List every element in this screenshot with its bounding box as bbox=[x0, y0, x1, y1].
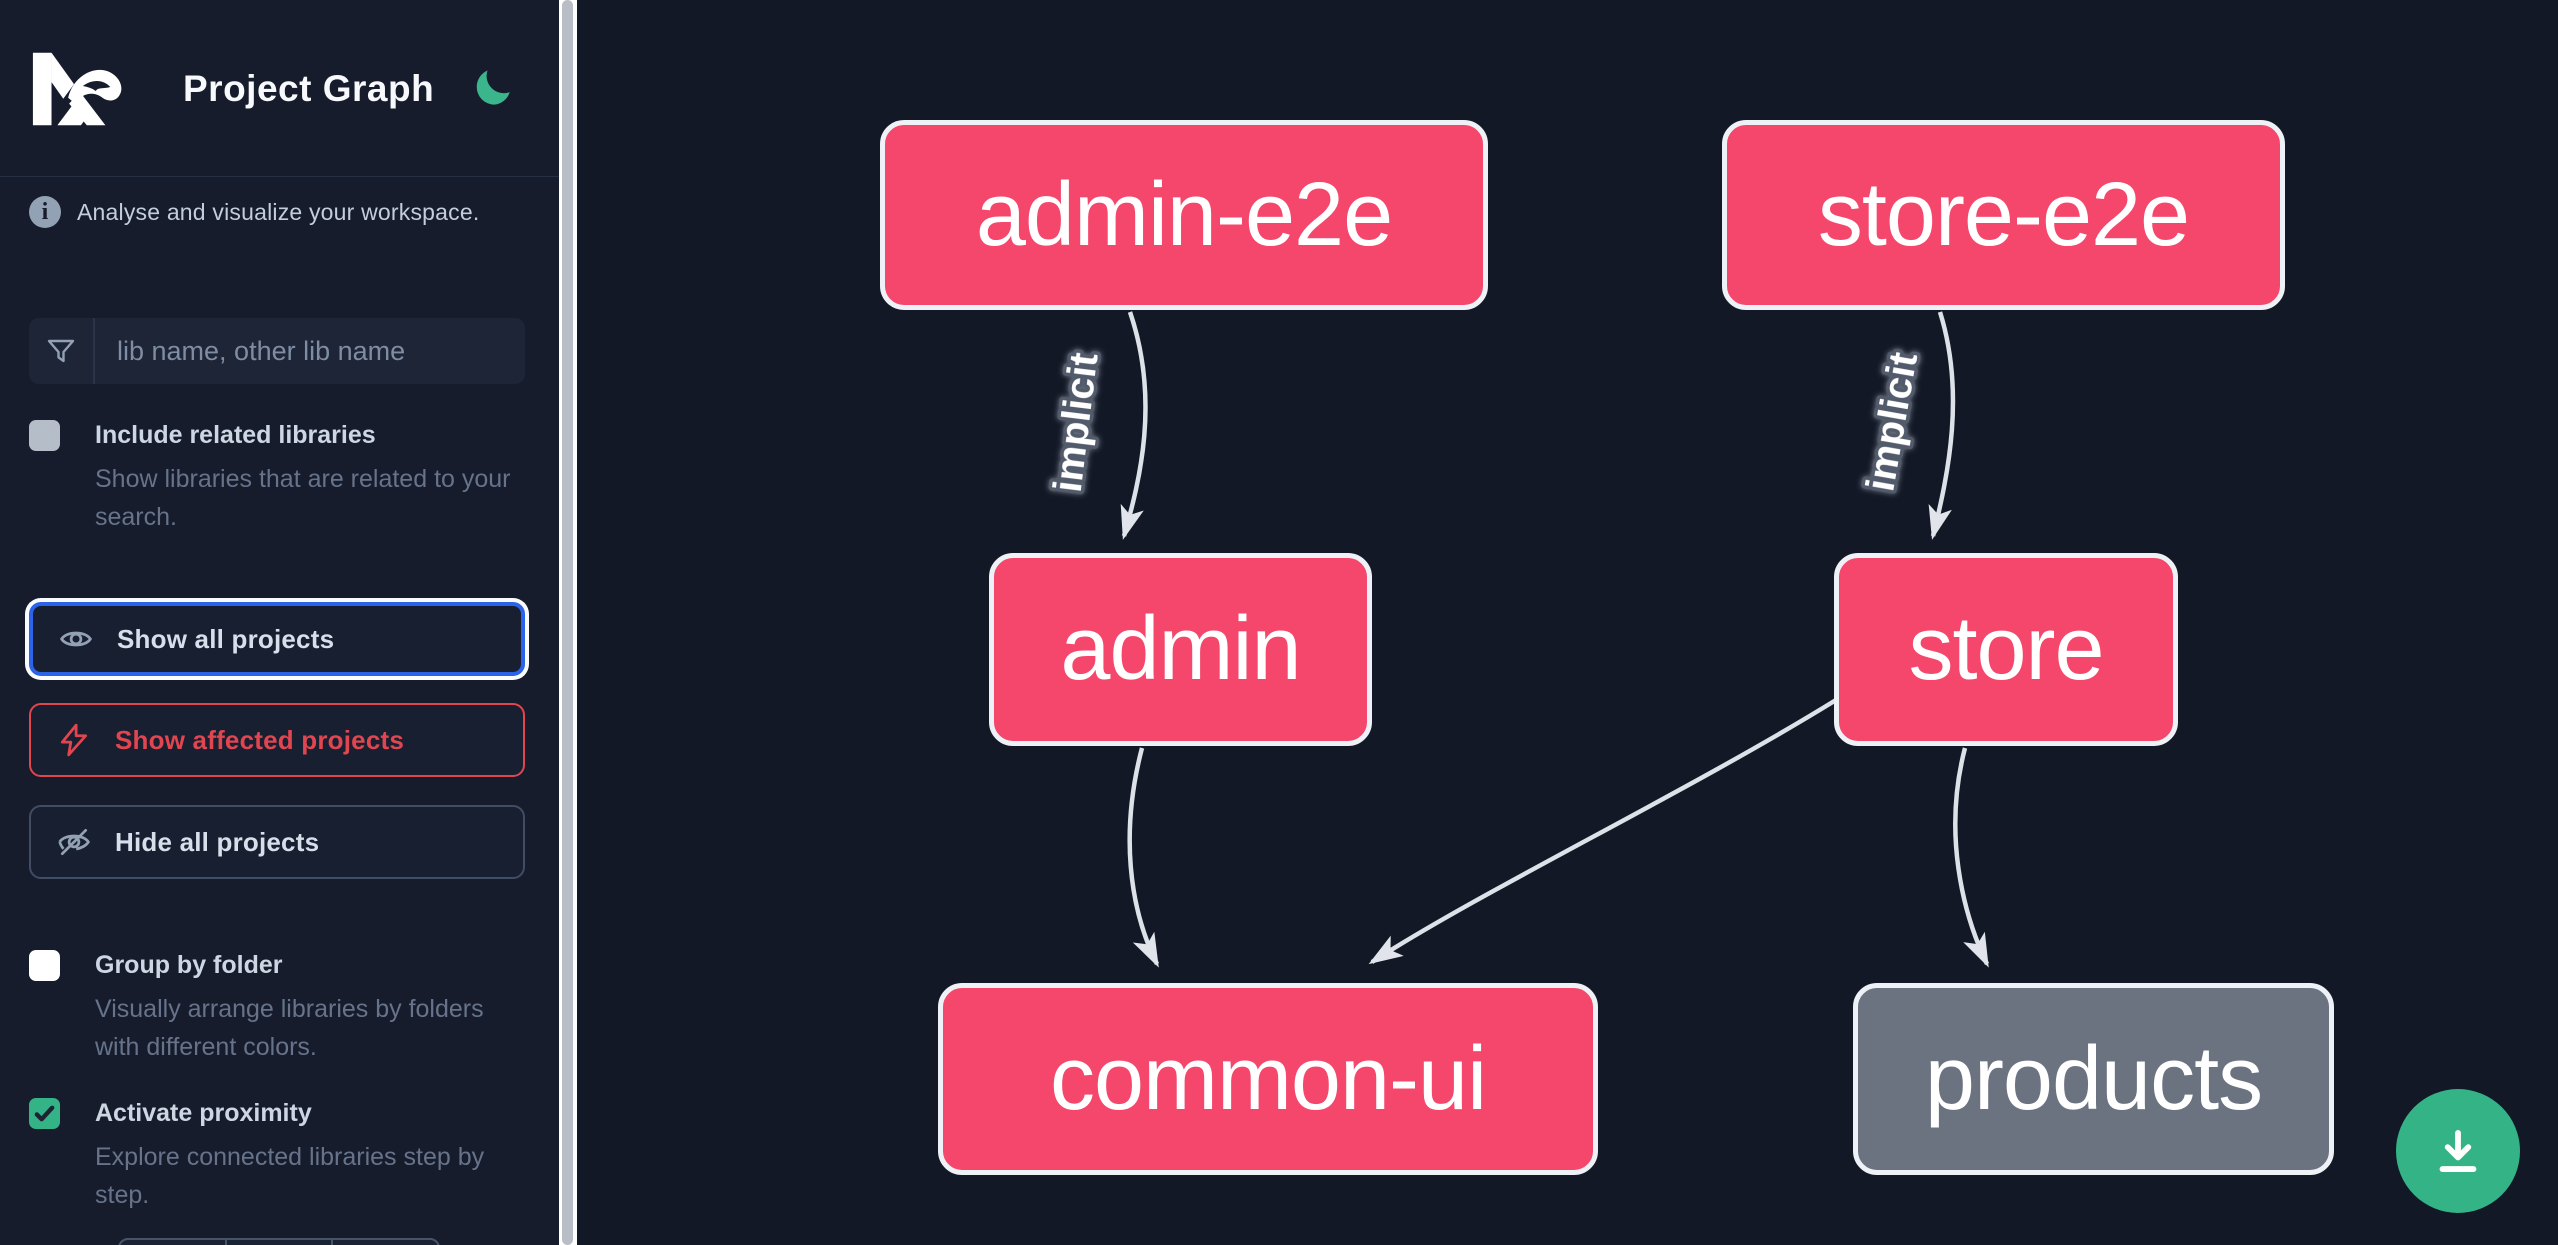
activate-proximity-checkbox[interactable] bbox=[29, 1098, 60, 1129]
sidebar: Project Graph i Analyse and visualize yo… bbox=[0, 0, 559, 1245]
download-image-button[interactable] bbox=[2396, 1089, 2520, 1213]
include-related-description: Show libraries that are related to your … bbox=[95, 465, 511, 531]
theme-toggle-button[interactable] bbox=[468, 62, 520, 114]
nx-logo[interactable] bbox=[29, 48, 123, 128]
search-filter bbox=[29, 318, 525, 384]
node-label: store-e2e bbox=[1817, 164, 2190, 265]
show-all-projects-button[interactable]: Show all projects bbox=[29, 602, 525, 676]
search-input[interactable] bbox=[95, 318, 525, 384]
workspace-info: i Analyse and visualize your workspace. bbox=[29, 196, 529, 228]
node-store-e2e[interactable]: store-e2e bbox=[1722, 120, 2285, 310]
show-affected-projects-label: Show affected projects bbox=[115, 724, 405, 755]
proximity-depth-increment[interactable] bbox=[331, 1240, 438, 1245]
show-all-projects-label: Show all projects bbox=[117, 623, 335, 654]
activate-proximity-description: Explore connected libraries step by step… bbox=[95, 1143, 485, 1209]
show-affected-projects-button[interactable]: Show affected projects bbox=[29, 703, 525, 777]
filter-funnel-icon bbox=[29, 318, 95, 384]
checkmark-icon bbox=[34, 1105, 55, 1122]
edge-store-products bbox=[1953, 747, 1990, 968]
proximity-depth-decrement[interactable] bbox=[120, 1240, 225, 1245]
info-icon: i bbox=[29, 196, 61, 228]
option-include-related: Include related libraries Show libraries… bbox=[29, 420, 529, 536]
eye-off-icon bbox=[58, 828, 90, 856]
node-label: store bbox=[1908, 599, 2104, 699]
node-store[interactable]: store bbox=[1834, 553, 2178, 746]
edge-label-implicit: implicit bbox=[1858, 349, 1926, 495]
node-admin[interactable]: admin bbox=[989, 553, 1372, 746]
lightning-bolt-icon bbox=[60, 723, 88, 757]
graph-edges: implicit implicit bbox=[1042, 311, 1990, 968]
graph-canvas[interactable]: implicit implicit admin-e2e store-e2e ad… bbox=[577, 0, 2558, 1245]
activate-proximity-label: Activate proximity bbox=[95, 1099, 312, 1127]
node-label: admin-e2e bbox=[975, 164, 1393, 265]
edge-store-common-ui bbox=[1368, 698, 1838, 965]
include-related-label: Include related libraries bbox=[95, 421, 376, 449]
include-related-checkbox[interactable] bbox=[29, 420, 60, 451]
hide-all-projects-button[interactable]: Hide all projects bbox=[29, 805, 525, 879]
option-activate-proximity: Activate proximity Explore connected lib… bbox=[29, 1098, 529, 1214]
group-by-folder-label: Group by folder bbox=[95, 951, 283, 979]
option-group-by-folder: Group by folder Visually arrange librari… bbox=[29, 950, 529, 1066]
node-label: admin bbox=[1060, 599, 1301, 699]
moon-icon bbox=[476, 70, 510, 105]
eye-icon bbox=[60, 631, 92, 647]
node-label: common-ui bbox=[1049, 1028, 1487, 1129]
group-by-folder-description: Visually arrange libraries by folders wi… bbox=[95, 995, 484, 1061]
node-common-ui[interactable]: common-ui bbox=[938, 983, 1598, 1175]
node-admin-e2e[interactable]: admin-e2e bbox=[880, 120, 1488, 310]
sidebar-scrollbar bbox=[559, 0, 577, 1245]
group-by-folder-checkbox[interactable] bbox=[29, 950, 60, 981]
node-label: products bbox=[1924, 1028, 2263, 1129]
proximity-depth-value bbox=[224, 1240, 332, 1245]
proximity-depth-control[interactable] bbox=[118, 1238, 440, 1245]
edge-store-e2e-store bbox=[1928, 311, 1956, 540]
edge-label-implicit: implicit bbox=[1046, 350, 1107, 494]
node-products[interactable]: products bbox=[1853, 983, 2334, 1175]
download-icon bbox=[2439, 1130, 2477, 1172]
edge-admin-e2e-admin bbox=[1120, 311, 1148, 540]
sidebar-header: Project Graph bbox=[0, 0, 559, 177]
edge-admin-common-ui bbox=[1127, 747, 1160, 968]
info-text: Analyse and visualize your workspace. bbox=[77, 198, 480, 225]
sidebar-scrollbar-thumb[interactable] bbox=[562, 0, 573, 1245]
page-title: Project Graph bbox=[183, 67, 435, 109]
hide-all-projects-label: Hide all projects bbox=[115, 826, 320, 857]
